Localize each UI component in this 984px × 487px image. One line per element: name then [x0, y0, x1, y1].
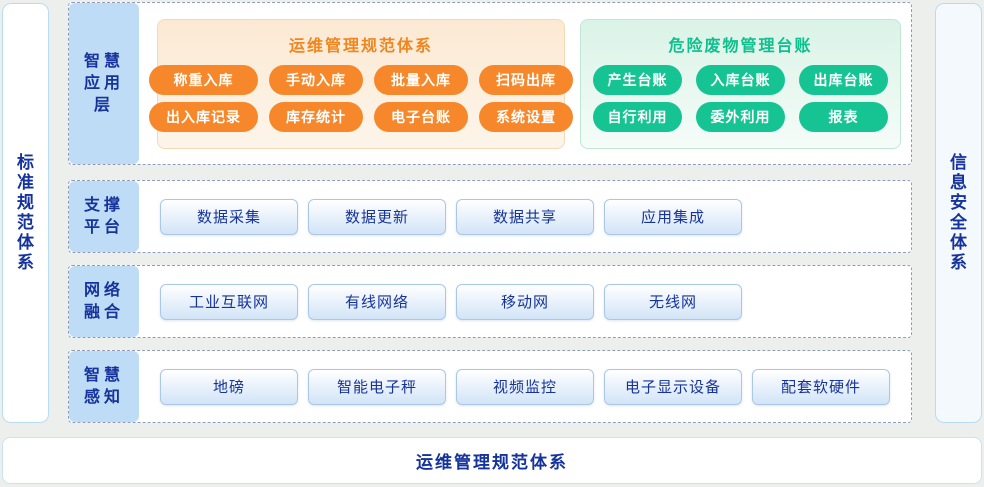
data-collection-button[interactable]: 数据采集 [160, 198, 298, 235]
outsourced-use-button[interactable]: 委外利用 [696, 101, 785, 132]
display-device-button[interactable]: 电子显示设备 [604, 368, 742, 405]
layer-label-text: 网络融合 [83, 281, 124, 321]
layer-label-text: 支撑平台 [83, 196, 124, 236]
layer-label-smart-sensing: 智慧感知 [69, 351, 139, 422]
weigh-inbound-button[interactable]: 称重入库 [149, 64, 258, 95]
wireless-network-button[interactable]: 无线网 [604, 283, 742, 320]
ops-management-button-grid: 称重入库 手动入库 批量入库 扫码出库 出入库记录 库存统计 电子台账 系统设置 [149, 64, 573, 132]
layer-smart-sensing: 智慧感知 地磅 智能电子秤 视频监控 电子显示设备 配套软硬件 [68, 350, 912, 423]
scan-outbound-button[interactable]: 扫码出库 [479, 64, 573, 95]
layer-support-platform: 支撑平台 数据采集 数据更新 数据共享 应用集成 [68, 180, 912, 253]
layer-label-support-platform: 支撑平台 [69, 181, 139, 252]
layer-content-smart-sensing: 地磅 智能电子秤 视频监控 电子显示设备 配套软硬件 [139, 351, 911, 422]
wired-network-button[interactable]: 有线网络 [308, 283, 446, 320]
info-security-rail-label: 信息安全体系 [950, 153, 967, 272]
supporting-hw-sw-button[interactable]: 配套软硬件 [752, 368, 890, 405]
layer-label-smart-application: 智慧应用层 [69, 3, 139, 164]
layer-content-smart-application: 运维管理规范体系 称重入库 手动入库 批量入库 扫码出库 出入库记录 库存统计 … [139, 3, 911, 164]
standard-spec-rail-label: 标准规范体系 [17, 153, 34, 272]
batch-inbound-button[interactable]: 批量入库 [374, 64, 468, 95]
standard-spec-rail: 标准规范体系 [2, 3, 49, 423]
layer-content-support-platform: 数据采集 数据更新 数据共享 应用集成 [139, 181, 911, 252]
layer-label-text: 智慧应用层 [83, 52, 124, 114]
industrial-internet-button[interactable]: 工业互联网 [160, 283, 298, 320]
inout-records-button[interactable]: 出入库记录 [149, 101, 258, 132]
hazardous-waste-button-grid: 产生台账 入库台账 出库台账 自行利用 委外利用 报表 [593, 64, 888, 132]
inbound-ledger-button[interactable]: 入库台账 [696, 64, 785, 95]
ops-management-panel: 运维管理规范体系 称重入库 手动入库 批量入库 扫码出库 出入库记录 库存统计 … [149, 18, 573, 149]
outbound-ledger-button[interactable]: 出库台账 [799, 64, 888, 95]
ops-management-panel-title: 运维管理规范体系 [288, 37, 433, 55]
smart-scale-button[interactable]: 智能电子秤 [308, 368, 446, 405]
manual-inbound-button[interactable]: 手动入库 [269, 64, 363, 95]
reports-button[interactable]: 报表 [799, 101, 888, 132]
system-settings-button[interactable]: 系统设置 [479, 101, 573, 132]
layer-content-network-convergence: 工业互联网 有线网络 移动网 无线网 [139, 266, 911, 337]
info-security-rail: 信息安全体系 [935, 3, 982, 423]
layer-smart-application: 智慧应用层 运维管理规范体系 称重入库 手动入库 批量入库 扫码出库 出入库记录… [68, 2, 912, 165]
inventory-stats-button[interactable]: 库存统计 [269, 101, 363, 132]
layer-label-network-convergence: 网络融合 [69, 266, 139, 337]
app-integration-button[interactable]: 应用集成 [604, 198, 742, 235]
weighbridge-button[interactable]: 地磅 [160, 368, 298, 405]
e-ledger-button[interactable]: 电子台账 [374, 101, 468, 132]
generation-ledger-button[interactable]: 产生台账 [593, 64, 682, 95]
mobile-network-button[interactable]: 移动网 [456, 283, 594, 320]
video-monitor-button[interactable]: 视频监控 [456, 368, 594, 405]
self-use-button[interactable]: 自行利用 [593, 101, 682, 132]
layer-network-convergence: 网络融合 工业互联网 有线网络 移动网 无线网 [68, 265, 912, 338]
data-update-button[interactable]: 数据更新 [308, 198, 446, 235]
layer-label-text: 智慧感知 [83, 366, 124, 406]
data-sharing-button[interactable]: 数据共享 [456, 198, 594, 235]
footer-bar: 运维管理规范体系 [2, 437, 982, 484]
footer-title: 运维管理规范体系 [416, 453, 568, 472]
hazardous-waste-panel: 危险废物管理台账 产生台账 入库台账 出库台账 自行利用 委外利用 报表 [580, 18, 901, 149]
hazardous-waste-panel-title: 危险废物管理台账 [668, 37, 813, 55]
